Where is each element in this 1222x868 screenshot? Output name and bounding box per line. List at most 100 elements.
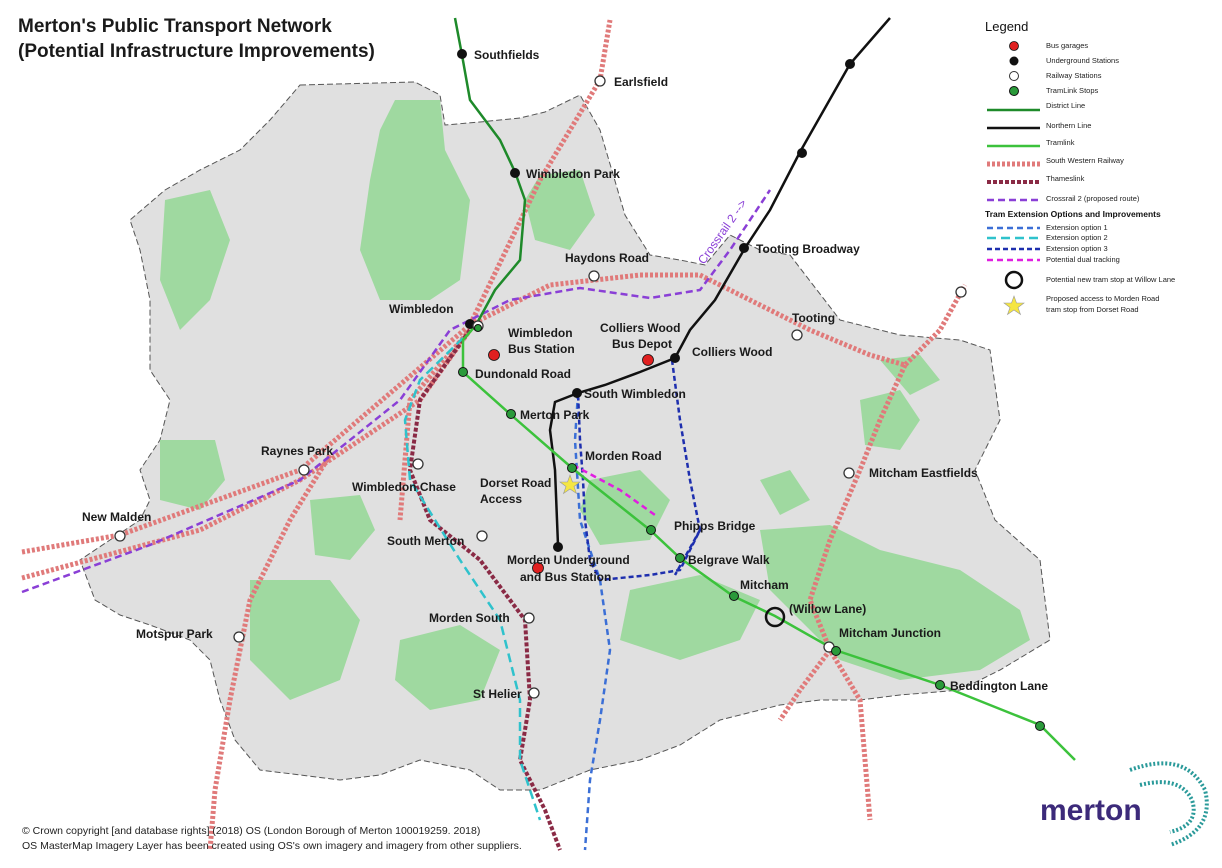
label-colliers-wood-depot-1: Colliers Wood [600, 321, 680, 335]
tram-stop-east [1035, 721, 1045, 731]
station-morden-south [523, 612, 535, 624]
crossrail2-line [21, 189, 772, 594]
legend-railway-symbol [1009, 71, 1019, 81]
legend-extension-option-2: Extension option 2 [1046, 233, 1108, 242]
map-title: Merton's Public Transport Network (Poten… [18, 14, 375, 64]
label-wimbledon-bus-station-1: Wimbledon [508, 326, 573, 340]
copyright-line-1: © Crown copyright [and database rights] … [22, 825, 481, 837]
label-belgrave-walk: Belgrave Walk [688, 553, 770, 567]
label-south-wimbledon: South Wimbledon [584, 387, 686, 401]
label-morden-south: Morden South [429, 611, 510, 625]
station-raynes-park [298, 464, 310, 476]
extension-option-2-line [403, 337, 542, 821]
map-title-line-1: Merton's Public Transport Network [18, 16, 332, 37]
dual-tracking-line [572, 463, 656, 517]
legend-new-stop-symbol [1004, 270, 1024, 290]
label-tooting: Tooting [792, 311, 835, 325]
station-wimbledon-park [510, 168, 520, 178]
tramlink-stops [458, 324, 1045, 731]
station-mitcham-eastfields [843, 467, 855, 479]
label-dorset-road-1: Dorset Road [480, 476, 551, 490]
legend-underground: Underground Stations [1046, 56, 1119, 65]
legend-northern-line: Northern Line [1046, 121, 1091, 130]
label-mitcham-eastfields: Mitcham Eastfields [869, 466, 978, 480]
label-st-helier: St Helier [473, 687, 522, 701]
legend-thameslink: Thameslink [1046, 174, 1085, 183]
bus-garage-wimbledon [488, 349, 500, 361]
thameslink-line [407, 328, 562, 851]
station-north-2 [797, 148, 807, 158]
bus-garages [488, 349, 654, 574]
tram-stop-phipps-bridge [646, 525, 656, 535]
legend-crossrail2: Crossrail 2 (proposed route) [1046, 194, 1140, 203]
green-spaces [160, 100, 1030, 710]
map-title-line-2: (Potential Infrastructure Improvements) [18, 41, 375, 62]
willow-lane-proposed-stop [764, 606, 786, 628]
legend-bus-garages: Bus garages [1046, 41, 1088, 50]
bus-garage-colliers-wood [642, 354, 654, 366]
label-raynes-park: Raynes Park [261, 444, 333, 458]
station-motspur-park [233, 631, 245, 643]
label-wimbledon-chase: Wimbledon Chase [352, 480, 456, 494]
legend-railway: Railway Stations [1046, 71, 1102, 80]
legend-bus-garage-symbol [1009, 41, 1019, 51]
legend-access-2: tram stop from Dorset Road [1046, 305, 1139, 314]
bus-garage-morden [532, 562, 544, 574]
legend-extension-option-1: Extension option 1 [1046, 223, 1108, 232]
station-morden [553, 542, 563, 552]
station-tooting-broadway [739, 243, 749, 253]
label-tooting-broadway: Tooting Broadway [756, 242, 860, 256]
extension-option-3-line [576, 359, 702, 582]
legend-extension-option-3: Extension option 3 [1046, 244, 1108, 253]
legend-tramlink-stops: TramLink Stops [1046, 86, 1098, 95]
legend-tramlink: Tramlink [1046, 138, 1075, 147]
label-motspur-park: Motspur Park [136, 627, 213, 641]
label-dorset-road-2: Access [480, 492, 522, 506]
merton-logo-text: merton [1040, 794, 1142, 827]
tram-stop-dundonald-road [458, 367, 468, 377]
label-southfields: Southfields [474, 48, 540, 62]
railway-stations [114, 75, 967, 699]
tram-stop-wimbledon [474, 324, 482, 332]
station-southfields [457, 49, 467, 59]
label-colliers-wood-depot-2: Bus Depot [612, 337, 672, 351]
label-south-merton: South Merton [387, 534, 464, 548]
label-earlsfield: Earlsfield [614, 75, 668, 89]
legend-tram-heading: Tram Extension Options and Improvements [985, 209, 1161, 219]
label-wimbledon-park: Wimbledon Park [526, 167, 620, 181]
tram-stop-mitcham [729, 591, 739, 601]
copyright-line-2: OS MasterMap Imagery Layer has been crea… [22, 840, 522, 852]
station-south-merton [476, 530, 488, 542]
label-mitcham: Mitcham [740, 578, 789, 592]
tram-stop-merton-park [506, 409, 516, 419]
label-morden-underground-1: Morden Underground [507, 553, 630, 567]
legend-access-1: Proposed access to Morden Road [1046, 294, 1159, 303]
station-north-1 [845, 59, 855, 69]
station-east-rail [955, 286, 967, 298]
label-morden-road: Morden Road [585, 449, 662, 463]
legend-tram-symbol [1009, 86, 1019, 96]
label-colliers-wood: Colliers Wood [692, 345, 772, 359]
tram-stop-morden-road [567, 463, 577, 473]
label-beddington-lane: Beddington Lane [950, 679, 1048, 693]
label-mitcham-junction: Mitcham Junction [839, 626, 941, 640]
label-wimbledon: Wimbledon [389, 302, 454, 316]
station-wimbledon-chase [412, 458, 424, 470]
dorset-road-access-star [559, 474, 581, 495]
station-tooting [791, 329, 803, 341]
station-new-malden [114, 530, 126, 542]
tram-stop-belgrave-walk [675, 553, 685, 563]
tram-stop-beddington-lane [935, 680, 945, 690]
legend-title: Legend [985, 19, 1028, 34]
legend-star-symbol [1003, 295, 1025, 316]
merton-logo: merton [1040, 761, 1209, 847]
underground-stations [457, 49, 855, 552]
legend-district-line: District Line [1046, 101, 1085, 110]
station-labels: Southfields Earlsfield Wimbledon Park Ha… [82, 48, 1048, 701]
station-earlsfield [594, 75, 606, 87]
label-wimbledon-bus-station-2: Bus Station [508, 342, 575, 356]
legend-new-stop: Potential new tram stop at Willow Lane [1046, 275, 1175, 284]
label-dundonald-road: Dundonald Road [475, 367, 571, 381]
